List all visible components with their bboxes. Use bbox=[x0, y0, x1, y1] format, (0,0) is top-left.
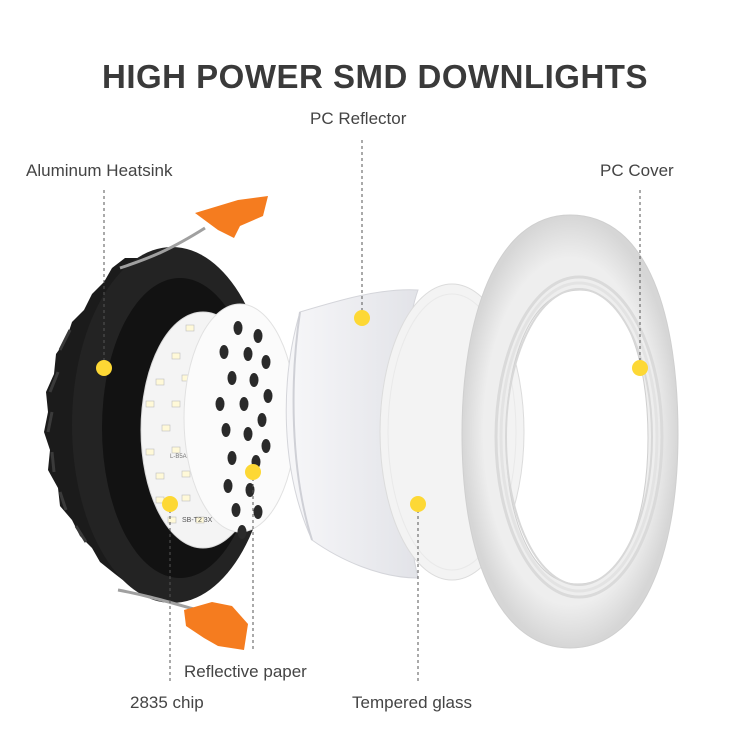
label-aluminum-heatsink: Aluminum Heatsink bbox=[26, 161, 173, 180]
paper-hole bbox=[257, 413, 267, 427]
led-chip bbox=[155, 378, 165, 386]
paper-hole bbox=[227, 371, 237, 385]
paper-hole bbox=[249, 373, 259, 387]
paper-hole bbox=[245, 483, 255, 497]
led-chip bbox=[181, 470, 191, 478]
led-chip bbox=[195, 516, 205, 524]
paper-hole bbox=[221, 423, 231, 437]
marker-glass bbox=[410, 496, 426, 512]
led-chip bbox=[161, 424, 171, 432]
paper-hole bbox=[253, 505, 263, 519]
pcb-print-1: L-B5A bbox=[170, 454, 187, 460]
label-2835-chip: 2835 chip bbox=[130, 693, 204, 712]
label-pc-cover: PC Cover bbox=[600, 161, 674, 180]
callout-markers bbox=[96, 310, 648, 512]
paper-hole bbox=[243, 347, 253, 361]
paper-hole bbox=[231, 503, 241, 517]
paper-hole bbox=[243, 427, 253, 441]
paper-hole bbox=[261, 439, 271, 453]
marker-chip bbox=[162, 496, 178, 512]
paper-hole bbox=[261, 355, 271, 369]
led-chip bbox=[171, 400, 181, 408]
spring-clip-top bbox=[119, 196, 268, 270]
marker-heatsink bbox=[96, 360, 112, 376]
reflective-paper-holes bbox=[215, 321, 273, 539]
orange-clip-top bbox=[195, 196, 268, 238]
pcb-print-2: SB-T2 3X bbox=[182, 517, 213, 524]
paper-hole bbox=[253, 329, 263, 343]
paper-hole bbox=[219, 345, 229, 359]
pc-cover bbox=[461, 214, 679, 649]
page-title: HIGH POWER SMD DOWNLIGHTS bbox=[102, 58, 648, 95]
paper-hole bbox=[233, 321, 243, 335]
marker-cover bbox=[632, 360, 648, 376]
led-chip bbox=[145, 448, 155, 456]
paper-hole bbox=[215, 397, 225, 411]
led-chip bbox=[155, 472, 165, 480]
led-chip bbox=[167, 516, 177, 524]
reflective-paper bbox=[183, 303, 297, 539]
leader-lines bbox=[103, 140, 641, 682]
spring-clip-bottom bbox=[117, 588, 248, 650]
paper-hole bbox=[239, 397, 249, 411]
pc-reflector bbox=[285, 289, 419, 579]
paper-hole bbox=[237, 525, 247, 539]
label-tempered-glass: Tempered glass bbox=[352, 693, 473, 712]
led-chip bbox=[145, 400, 155, 408]
marker-reflector bbox=[354, 310, 370, 326]
led-chip bbox=[185, 324, 195, 332]
paper-hole bbox=[227, 451, 237, 465]
label-reflective-paper: Reflective paper bbox=[184, 662, 307, 681]
led-chip bbox=[181, 494, 191, 502]
paper-hole bbox=[223, 479, 233, 493]
paper-hole bbox=[263, 389, 273, 403]
marker-reflective-paper bbox=[245, 464, 261, 480]
orange-clip-bottom bbox=[184, 602, 248, 650]
label-pc-reflector: PC Reflector bbox=[310, 109, 407, 128]
led-chip bbox=[171, 446, 181, 454]
led-chip bbox=[171, 352, 181, 360]
